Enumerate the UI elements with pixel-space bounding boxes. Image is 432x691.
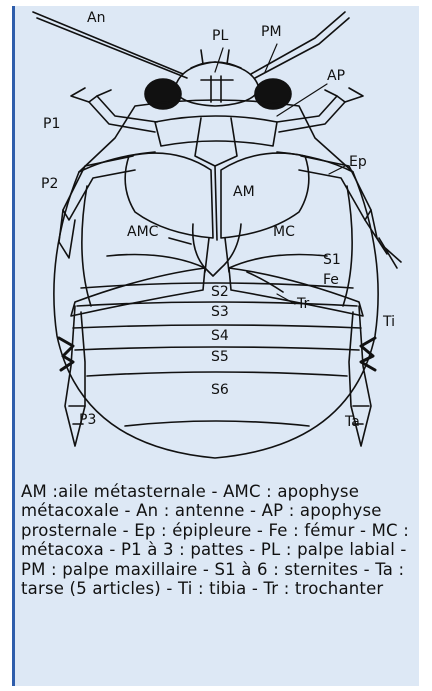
legend-caption: AM :aile métasternale - AMC : apophyse m… [21, 482, 413, 598]
label-ti: Ti [382, 314, 395, 330]
beetle-ventral-diagram: An PL PM AP P1 Ep P2 AM AMC MC S1 Fe S2 … [15, 6, 419, 461]
label-mc: MC [273, 224, 295, 240]
label-s5: S5 [211, 349, 229, 365]
middle-legs [59, 156, 401, 268]
label-an: An [87, 10, 105, 26]
thorax-plates [125, 116, 309, 240]
figure-panel: An PL PM AP P1 Ep P2 AM AMC MC S1 Fe S2 … [12, 6, 419, 686]
label-s1: S1 [323, 252, 341, 268]
label-ta: Ta [344, 414, 360, 430]
front-legs [71, 88, 363, 132]
label-p1: P1 [43, 116, 60, 132]
label-s4: S4 [211, 328, 229, 344]
label-p3: P3 [79, 412, 96, 428]
label-ep: Ep [349, 154, 367, 170]
label-s3: S3 [211, 304, 229, 320]
label-am: AM [233, 184, 255, 200]
label-p2: P2 [41, 176, 58, 192]
label-fe: Fe [323, 272, 339, 288]
label-s6: S6 [211, 382, 229, 398]
label-amc: AMC [127, 224, 159, 240]
label-tr: Tr [296, 296, 309, 312]
label-s2: S2 [211, 284, 229, 300]
label-ap: AP [327, 68, 345, 84]
label-pm: PM [261, 24, 282, 40]
label-pl: PL [212, 28, 228, 44]
